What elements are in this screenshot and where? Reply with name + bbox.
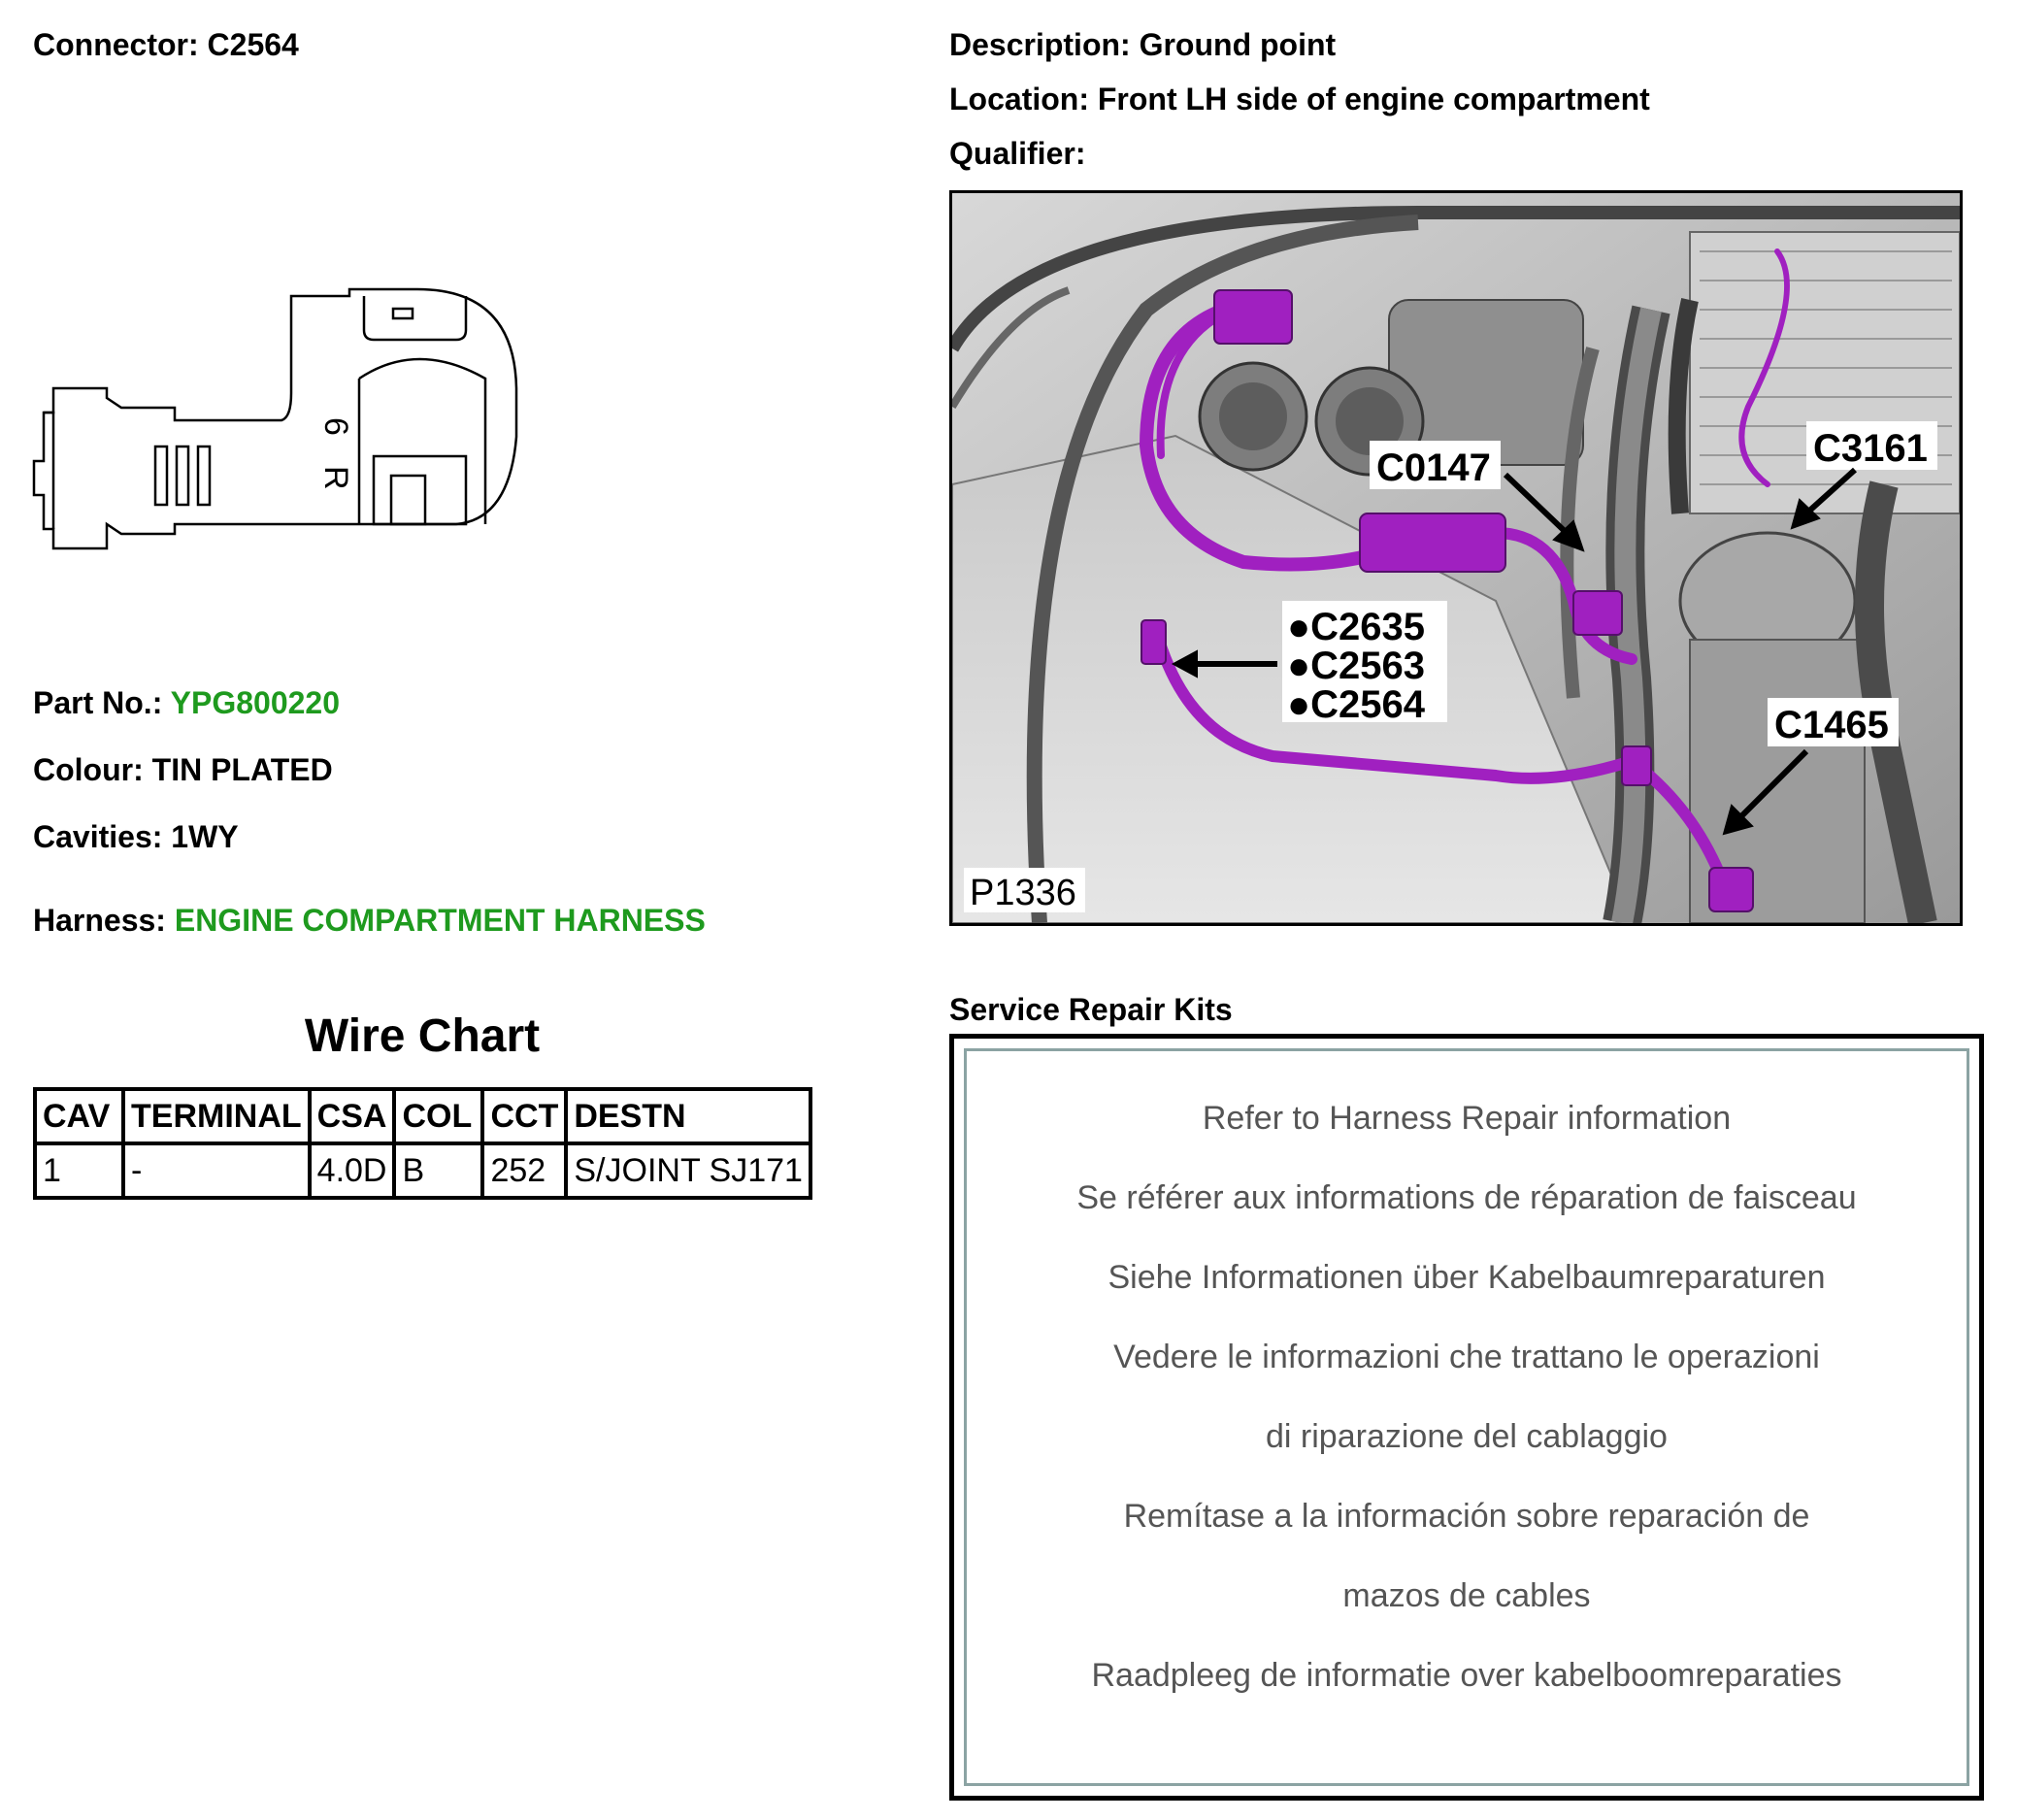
colour-line: Colour: TIN PLATED [33,752,333,788]
callout-c0147: C0147 [1376,447,1491,489]
header-csa: CSA [307,1087,397,1145]
wire-chart-title: Wire Chart [304,1010,541,1062]
kit-line-de: Siehe Informationen über Kabelbaumrepara… [1108,1259,1826,1296]
cavities-line: Cavities: 1WY [33,819,239,855]
engine-compartment-illustration: C0147 C3161 ●C2635 ●C2563 ●C2564 C1465 P… [952,193,1960,923]
qualifier-line: Qualifier: [949,136,1085,172]
callout-c2635: ●C2635 [1287,606,1425,648]
connector-slot [391,307,414,320]
connector-terminal-window [372,454,468,526]
part-no-value: YPG800220 [170,685,341,720]
connector-cavity-arc [358,357,487,524]
figure-id: P1336 [970,873,1076,913]
kit-line-es-2: mazos de cables [1342,1577,1591,1614]
connector-rib [153,445,169,507]
harness-value: ENGINE COMPARTMENT HARNESS [174,903,706,938]
part-no-line: Part No.: YPG800220 [33,685,340,721]
description-label: Description: [949,27,1131,62]
connector-marking-r: R [317,466,354,490]
service-repair-kits-box: Refer to Harness Repair information Se r… [949,1034,1984,1801]
connector-marking-6: 6 [317,417,354,436]
connector-face-drawing: 6 R [32,287,518,550]
qualifier-label: Qualifier: [949,136,1086,171]
service-repair-kits-title: Service Repair Kits [949,992,1233,1027]
cell-cct: 252 [480,1142,569,1200]
connector-rib [175,445,190,507]
colour-label: Colour: [33,752,144,787]
callout-c1465: C1465 [1774,704,1889,746]
cell-csa: 4.0D [307,1142,397,1200]
cavities-value: 1WY [171,819,239,854]
location-line: Location: Front LH side of engine compar… [949,82,1650,117]
header-cct: CCT [480,1087,569,1145]
engine-compartment-image: C0147 C3161 ●C2635 ●C2563 ●C2564 C1465 P… [949,190,1963,926]
connector-value: C2564 [207,27,299,62]
harness-line: Harness: ENGINE COMPARTMENT HARNESS [33,903,706,939]
callout-c2563: ●C2563 [1287,645,1425,687]
kit-line-en: Refer to Harness Repair information [1202,1100,1732,1137]
header-cav: CAV [33,1087,125,1145]
cavities-label: Cavities: [33,819,163,854]
kit-line-it-1: Vedere le informazioni che trattano le o… [1113,1339,1820,1375]
description-value: Ground point [1139,27,1337,62]
connector-rib [196,445,212,507]
location-label: Location: [949,82,1089,116]
connector-outline [32,287,518,550]
location-value: Front LH side of engine compartment [1097,82,1650,116]
colour-value: TIN PLATED [151,752,333,787]
cell-destn: S/JOINT SJ171 [564,1142,812,1200]
cell-col: B [392,1142,485,1200]
wire-chart-header-row: CAV TERMINAL CSA COL CCT DESTN [33,1087,812,1145]
harness-label: Harness: [33,903,166,938]
connector-terminal [389,474,427,526]
kit-line-it-2: di riparazione del cablaggio [1266,1418,1668,1455]
kit-line-fr: Se référer aux informations de réparatio… [1076,1179,1857,1216]
table-row: 1 - 4.0D B 252 S/JOINT SJ171 [33,1142,812,1200]
wire-chart-table: CAV TERMINAL CSA COL CCT DESTN 1 - 4.0D … [33,1087,812,1200]
callout-c2564: ●C2564 [1287,683,1426,726]
header-terminal: TERMINAL [121,1087,312,1145]
cell-cav: 1 [33,1142,125,1200]
callout-c3161: C3161 [1813,427,1928,470]
header-col: COL [392,1087,485,1145]
header-destn: DESTN [564,1087,812,1145]
description-line: Description: Ground point [949,27,1336,63]
connector-latch [44,411,55,529]
part-no-label: Part No.: [33,685,163,720]
cell-terminal: - [121,1142,312,1200]
kit-line-es-1: Remítase a la información sobre reparaci… [1123,1498,1810,1535]
service-repair-kits-inner: Refer to Harness Repair information Se r… [964,1048,1969,1786]
connector-top-tab [362,296,468,342]
connector-line: Connector: C2564 [33,27,299,63]
connector-label: Connector: [33,27,199,62]
kit-line-nl: Raadpleeg de informatie over kabelboomre… [1091,1657,1842,1694]
